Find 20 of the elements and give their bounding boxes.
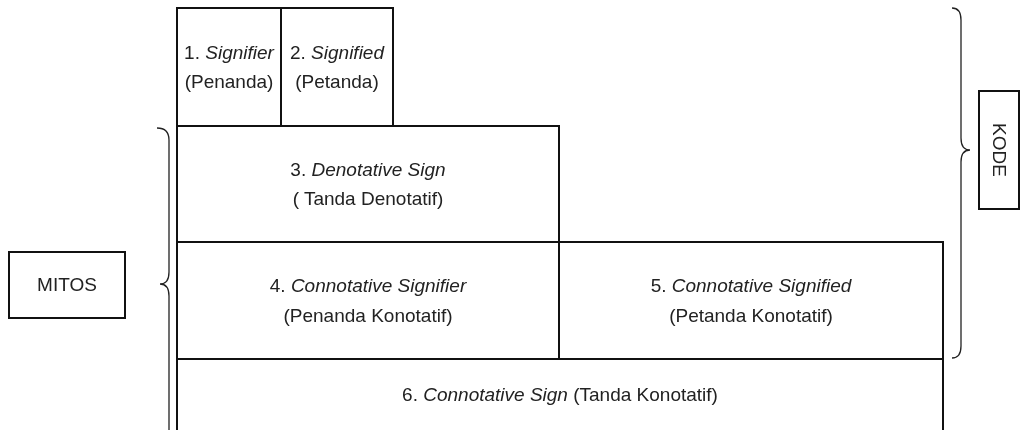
cell-text: (Penanda Konotatif) [283,303,453,328]
cell-text: 6. Connotative Sign (Tanda Konotatif) [402,383,718,407]
table-cell [176,125,560,243]
table-cell [280,7,394,127]
label-box [978,90,1020,210]
table-cell [558,241,944,360]
cell-text: (Petanda Konotatif) [669,303,833,328]
cell-text: 1. Signifier [184,40,274,65]
label-box [8,251,126,319]
cell-text: ( Tanda Denotatif) [292,187,444,211]
table-cell [176,358,944,430]
cell-text: 2. Signified [290,40,384,65]
cell-text: 5. Connotative Signified [650,274,852,299]
table-cell [176,7,282,127]
cell-text: 3. Denotative Sign [290,157,446,182]
cell-text: KODE [987,123,1011,177]
cell-text: MITOS [37,273,97,298]
cell-text: (Penanda) [184,70,274,94]
cell-text: 4. Connotative Signifier [269,274,467,299]
cell-text: (Petanda) [295,70,379,94]
